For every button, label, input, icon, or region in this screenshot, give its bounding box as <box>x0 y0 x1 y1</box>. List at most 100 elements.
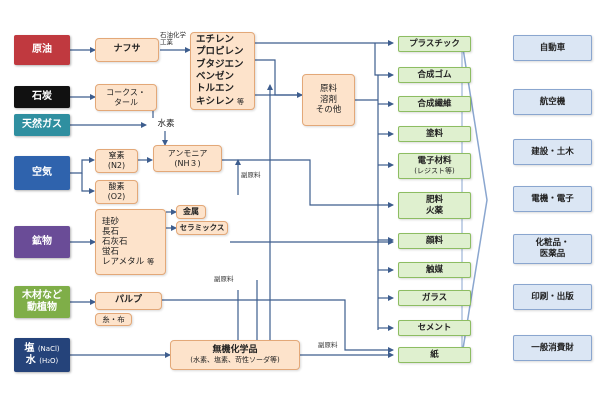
petrochemical-item-last: キシレン等 <box>196 96 244 108</box>
product-fertilizer-explosives: 肥料 火薬 <box>398 192 471 219</box>
mineral-item: 蛍石 <box>102 247 120 258</box>
use-construction: 建設・土木 <box>513 139 592 165</box>
product-synthetic-fiber: 合成繊維 <box>398 96 471 112</box>
source-water-label: 水 <box>25 355 36 366</box>
metal-box: 金属 <box>176 205 206 219</box>
metal-label: 金属 <box>183 207 199 216</box>
application-label: 建設・土木 <box>531 146 574 157</box>
raw-material-item: その他 <box>315 105 342 116</box>
petrochem-industry-label: 石油化学 工業 <box>160 31 186 47</box>
thread-cloth-box: 糸・布 <box>95 313 132 326</box>
ammonia-formula: (NH３) <box>174 158 201 168</box>
source-minerals: 鉱物 <box>14 226 70 258</box>
product-electronic-materials: 電子材料 (レジスト等) <box>398 153 471 179</box>
mineral-item-last: レアメタル等 <box>102 257 154 267</box>
tar-label: タール <box>114 97 138 107</box>
product-plastic: プラスチック <box>398 36 471 52</box>
application-label: 化粧品・ <box>535 238 570 249</box>
use-aircraft: 航空機 <box>513 89 592 115</box>
inorganic-chemicals-box: 無機化学品 (水素、塩素、苛性ソーダ等) <box>170 340 300 370</box>
thread-cloth-label: 糸・布 <box>102 314 125 324</box>
raw-material-item: 溶剤 <box>319 94 337 105</box>
ammonia-box: アンモニア (NH３) <box>153 145 222 172</box>
source-coal: 石炭 <box>14 86 70 108</box>
hydrogen-label-box: 水素 <box>146 118 186 131</box>
product-glass: ガラス <box>398 290 471 306</box>
source-wood-line1: 木材など <box>22 289 62 301</box>
source-water-formula: (H₂O) <box>39 357 59 365</box>
use-consumer-goods: 一般消費財 <box>513 335 592 361</box>
source-air-label: 空気 <box>32 166 52 178</box>
mineral-item: 長石 <box>102 226 120 237</box>
product-label: ガラス <box>421 292 448 303</box>
use-automobile: 自動車 <box>513 35 592 61</box>
product-label: 電子材料 <box>417 156 452 167</box>
oxygen-formula: (O2) <box>107 192 126 201</box>
source-minerals-label: 鉱物 <box>32 235 52 247</box>
product-label: 顔料 <box>425 235 443 246</box>
minerals-list-box: 珪砂 長石 石灰石 蛍石 レアメタル等 <box>95 209 166 275</box>
raw-materials-box: 原料 溶剤 その他 <box>302 74 355 126</box>
mineral-etc: 等 <box>147 258 155 267</box>
source-water-line: 水 (H₂O) <box>26 355 59 368</box>
source-wood: 木材など 動植物 <box>14 286 70 318</box>
petrochemical-item: トルエン <box>196 83 235 95</box>
mineral-item: 珪砂 <box>102 216 120 227</box>
petrochemical-item: ブタジエン <box>196 58 244 70</box>
mineral-item: 石灰石 <box>102 236 128 247</box>
naphtha-box: ナフサ <box>95 38 159 62</box>
product-label: 肥料 <box>425 194 443 205</box>
ceramics-label: セラミックス <box>179 223 225 233</box>
use-cosmetics-pharma: 化粧品・ 医薬品 <box>513 234 592 264</box>
hydrogen-label: 水素 <box>157 119 175 130</box>
source-oil: 原油 <box>14 35 70 65</box>
petrochem-industry-line1: 石油化学 <box>160 31 186 39</box>
mineral-item: レアメタル <box>102 257 145 268</box>
application-label: 電機・電子 <box>531 193 574 204</box>
pulp-box: パルプ <box>95 292 162 310</box>
application-label: 一般消費財 <box>531 342 574 353</box>
inorganic-title: 無機化学品 <box>212 345 258 355</box>
petrochem-industry-line2: 工業 <box>160 38 173 47</box>
naphtha-label: ナフサ <box>113 44 141 55</box>
petrochemical-item: エチレン <box>196 33 235 45</box>
product-label: プラスチック <box>409 38 460 49</box>
pulp-label: パルプ <box>114 295 142 306</box>
petrochemical-etc: 等 <box>237 97 245 106</box>
coke-label: コークス・ <box>106 87 146 97</box>
source-salt-line: 塩 (NaCl) <box>24 343 59 356</box>
product-paint: 塗料 <box>398 126 471 142</box>
source-coal-label: 石炭 <box>32 90 52 102</box>
byproduct-label-3: 副原料 <box>318 341 338 349</box>
use-electrical-electronics: 電機・電子 <box>513 186 592 212</box>
byproduct-label-2: 副原料 <box>214 275 234 283</box>
source-natural-gas-label: 天然ガス <box>22 118 62 130</box>
product-cement: セメント <box>398 320 471 336</box>
product-label-2: 火薬 <box>425 205 443 216</box>
coke-tar-box: コークス・ タール <box>95 84 157 111</box>
source-air: 空気 <box>14 156 70 190</box>
inorganic-subtitle: (水素、塩素、苛性ソーダ等) <box>190 356 280 365</box>
use-printing-publishing: 印刷・出版 <box>513 284 592 310</box>
product-label: 合成繊維 <box>417 98 452 109</box>
product-sublabel: (レジスト等) <box>414 166 455 175</box>
source-wood-line2: 動植物 <box>27 302 57 313</box>
petrochemical-item: ベンゼン <box>196 71 235 82</box>
nitrogen-formula: (N2) <box>107 161 126 170</box>
product-paper: 紙 <box>398 347 471 363</box>
petrochemical-item: プロピレン <box>196 46 244 58</box>
product-label: 合成ゴム <box>417 69 452 80</box>
oxygen-box: 酸素 (O2) <box>95 180 138 204</box>
source-natural-gas: 天然ガス <box>14 114 70 136</box>
application-label: 印刷・出版 <box>531 291 574 302</box>
nitrogen-box: 窒素 (N2) <box>95 149 138 173</box>
product-label: セメント <box>417 322 452 333</box>
ceramics-box: セラミックス <box>176 221 228 235</box>
product-label: 紙 <box>430 349 439 360</box>
petrochemicals-box: エチレン プロピレン ブタジエン ベンゼン トルエン キシレン等 <box>190 32 255 110</box>
source-oil-label: 原油 <box>32 43 52 55</box>
nitrogen-label: 窒素 <box>108 151 125 160</box>
petrochemical-item: キシレン <box>196 95 235 107</box>
